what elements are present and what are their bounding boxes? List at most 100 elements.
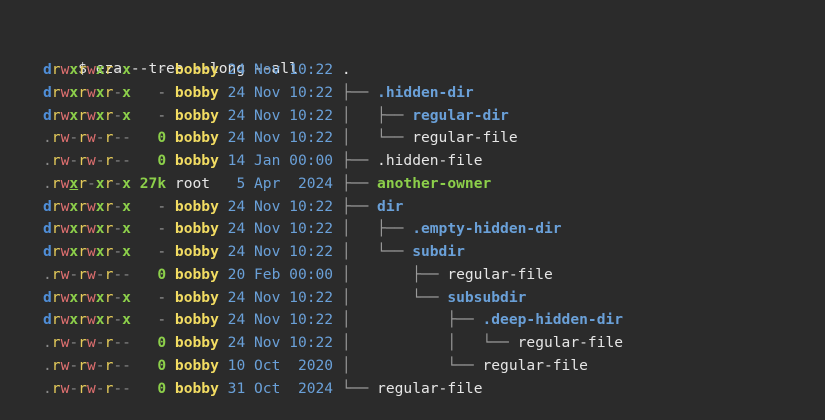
- file-name[interactable]: another-owner: [377, 174, 492, 192]
- file-size: -: [139, 106, 167, 124]
- owner: bobby: [174, 243, 219, 260]
- modified-date: 24 Nov 10:22: [227, 220, 334, 238]
- tree-branch: ├──: [341, 152, 378, 169]
- modified-date: 24 Nov 10:22: [227, 129, 334, 147]
- modified-date: 24 Nov 10:22: [227, 61, 334, 78]
- tree-branch: │ ├──: [341, 220, 413, 238]
- permissions: .rw-rw-r--: [43, 129, 131, 147]
- list-item[interactable]: drwxrwxr-x - bobby 24 Nov 10:22 │ ├── re…: [43, 105, 509, 127]
- modified-date: 24 Nov 10:22: [227, 311, 334, 329]
- modified-date: 24 Nov 10:22: [227, 106, 334, 124]
- list-item[interactable]: .rw-rw-r-- 0 bobby 20 Feb 00:00 │ ├── re…: [43, 264, 553, 286]
- directory-name[interactable]: subsubdir: [447, 288, 527, 306]
- tree-branch: ├──: [341, 83, 378, 101]
- permissions: .rw-rw-r--: [43, 379, 131, 397]
- list-item[interactable]: .rw-rw-r-- 0 bobby 31 Oct 2024 └── regul…: [43, 378, 482, 400]
- file-size: -: [139, 197, 167, 215]
- modified-date: 24 Nov 10:22: [227, 334, 334, 351]
- owner: bobby: [174, 311, 219, 329]
- list-item[interactable]: drwxrwxr-x - bobby 24 Nov 10:22 │ └── su…: [43, 241, 465, 263]
- modified-date: 31 Oct 2024: [227, 379, 334, 397]
- list-item[interactable]: drwxrwxr-x - bobby 24 Nov 10:22 .: [43, 59, 351, 81]
- list-item[interactable]: .rw-rw-r-- 0 bobby 14 Jan 00:00 ├── .hid…: [43, 150, 482, 172]
- file-size: 0: [139, 265, 167, 283]
- permissions: drwxrwxr-x: [43, 288, 131, 306]
- directory-name[interactable]: .deep-hidden-dir: [482, 311, 624, 329]
- file-size: -: [139, 288, 167, 306]
- tree-branch: └──: [341, 379, 378, 397]
- permissions: .rw-rw-r--: [43, 265, 131, 283]
- tree-branch: │ └──: [341, 356, 483, 374]
- tree-branch: │ ├──: [341, 265, 448, 283]
- permissions: .rw-rw-r--: [43, 334, 131, 351]
- file-name[interactable]: regular-file: [517, 334, 624, 351]
- file-name[interactable]: regular-file: [377, 379, 483, 397]
- list-item[interactable]: drwxrwxr-x - bobby 24 Nov 10:22 │ ├── .d…: [43, 309, 623, 331]
- modified-date: 20 Feb 00:00: [227, 265, 334, 283]
- file-size: 0: [139, 379, 167, 397]
- file-name[interactable]: regular-file: [482, 356, 588, 374]
- file-name[interactable]: regular-file: [447, 265, 553, 283]
- list-item[interactable]: .rw-rw-r-- 0 bobby 24 Nov 10:22 │ │ └── …: [43, 332, 623, 354]
- modified-date: 24 Nov 10:22: [227, 288, 334, 306]
- file-size: -: [139, 311, 167, 329]
- permissions: drwxrwxr-x: [43, 197, 131, 215]
- owner: bobby: [174, 220, 219, 238]
- list-item[interactable]: .rw-rw-r-- 0 bobby 24 Nov 10:22 │ └── re…: [43, 127, 518, 149]
- directory-name[interactable]: regular-dir: [412, 106, 509, 124]
- file-name[interactable]: .: [341, 61, 351, 78]
- list-item[interactable]: drwxrwxr-x - bobby 24 Nov 10:22 ├── dir: [43, 196, 403, 218]
- file-size: 0: [139, 356, 167, 374]
- owner: bobby: [174, 265, 219, 283]
- permissions: drwxrwxr-x: [43, 61, 131, 78]
- file-size: 0: [139, 129, 167, 147]
- directory-name[interactable]: .hidden-dir: [377, 83, 474, 101]
- list-item[interactable]: drwxrwxr-x - bobby 24 Nov 10:22 │ └── su…: [43, 287, 526, 309]
- file-size: 0: [139, 152, 167, 169]
- file-size: 0: [139, 334, 167, 351]
- owner: bobby: [174, 106, 219, 124]
- owner: bobby: [174, 288, 219, 306]
- permissions: .rwxr-xr-x: [43, 174, 131, 192]
- file-name[interactable]: regular-file: [412, 129, 518, 147]
- list-item[interactable]: drwxrwxr-x - bobby 24 Nov 10:22 │ ├── .e…: [43, 218, 562, 240]
- permissions: .rw-rw-r--: [43, 152, 131, 169]
- owner: root: [174, 174, 219, 192]
- permissions: drwxrwxr-x: [43, 243, 131, 260]
- tree-branch: │ └──: [341, 129, 413, 147]
- tree-branch: ├──: [341, 174, 378, 192]
- list-item[interactable]: .rw-rw-r-- 0 bobby 10 Oct 2020 │ └── reg…: [43, 355, 588, 377]
- owner: bobby: [174, 334, 219, 351]
- permissions: drwxrwxr-x: [43, 220, 131, 238]
- tree-branch: │ ├──: [341, 106, 413, 124]
- owner: bobby: [174, 152, 219, 169]
- permissions: drwxrwxr-x: [43, 106, 131, 124]
- tree-branch: │ ├──: [341, 311, 483, 329]
- permissions: drwxrwxr-x: [43, 311, 131, 329]
- tree-branch: │ └──: [341, 243, 413, 260]
- list-item[interactable]: .rwxr-xr-x 27k root 5 Apr 2024 ├── anoth…: [43, 173, 491, 195]
- file-size: -: [139, 220, 167, 238]
- modified-date: 24 Nov 10:22: [227, 243, 334, 260]
- file-size: -: [139, 61, 167, 78]
- tree-branch: │ │ └──: [341, 334, 518, 351]
- file-name[interactable]: .hidden-file: [377, 152, 483, 169]
- command-line: $ eza --tree --long --all: [43, 36, 298, 77]
- modified-date: 10 Oct 2020: [227, 356, 334, 374]
- owner: bobby: [174, 379, 219, 397]
- tree-branch: │ └──: [341, 288, 448, 306]
- file-size: -: [139, 83, 167, 101]
- owner: bobby: [174, 61, 219, 78]
- owner: bobby: [174, 129, 219, 147]
- permissions: drwxrwxr-x: [43, 83, 131, 101]
- list-item[interactable]: drwxrwxr-x - bobby 24 Nov 10:22 ├── .hid…: [43, 82, 474, 104]
- permissions: .rw-rw-r--: [43, 356, 131, 374]
- directory-name[interactable]: .empty-hidden-dir: [412, 220, 562, 238]
- owner: bobby: [174, 356, 219, 374]
- file-size: 27k: [139, 174, 167, 192]
- directory-name[interactable]: dir: [377, 197, 404, 215]
- modified-date: 24 Nov 10:22: [227, 197, 334, 215]
- directory-name[interactable]: subdir: [412, 243, 465, 260]
- modified-date: 14 Jan 00:00: [227, 152, 334, 169]
